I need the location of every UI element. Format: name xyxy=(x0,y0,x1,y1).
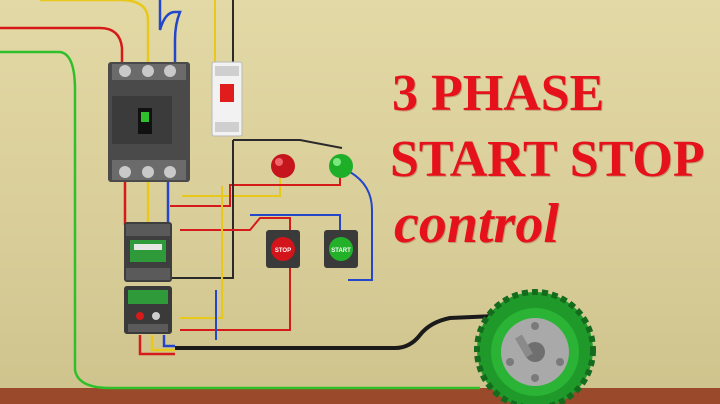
start-pushbutton-icon xyxy=(324,230,358,268)
green-pilot-lamp-icon xyxy=(329,154,353,178)
stop-pushbutton-icon xyxy=(266,230,300,268)
wire-yellow-main xyxy=(40,0,150,66)
title-line-2: START STOP xyxy=(390,131,705,188)
floor-strip xyxy=(0,388,720,404)
wire-red-out xyxy=(138,335,175,356)
wire-blue-main xyxy=(158,0,182,66)
wire-black-neutral xyxy=(233,139,343,149)
start-button-label: START xyxy=(331,248,351,254)
motor-cable xyxy=(175,313,519,350)
three-phase-motor-icon xyxy=(474,289,596,404)
wire-green-earth xyxy=(0,50,480,390)
title-line-1: 3 PHASE xyxy=(392,65,605,122)
contactor-icon xyxy=(124,222,172,282)
wire-yellow-lamp xyxy=(182,170,281,197)
red-pilot-lamp-icon xyxy=(271,154,295,178)
wire-red-stop xyxy=(180,217,291,331)
stop-button-label: STOP xyxy=(275,248,291,254)
wire-red-lamp xyxy=(170,170,341,207)
wire-blue-start xyxy=(250,214,341,236)
mcb-breaker-icon xyxy=(211,61,243,137)
wire-blue-out xyxy=(162,335,175,348)
mccb-breaker-icon xyxy=(108,62,190,182)
wire-yellow-out xyxy=(150,335,175,352)
title-line-3: control xyxy=(394,193,559,255)
overload-relay-icon xyxy=(124,286,172,334)
wire-red-main xyxy=(0,26,124,66)
wire-black-down xyxy=(170,140,234,279)
wire-blue-control xyxy=(348,171,373,281)
wire-yellow-aux xyxy=(180,186,223,319)
